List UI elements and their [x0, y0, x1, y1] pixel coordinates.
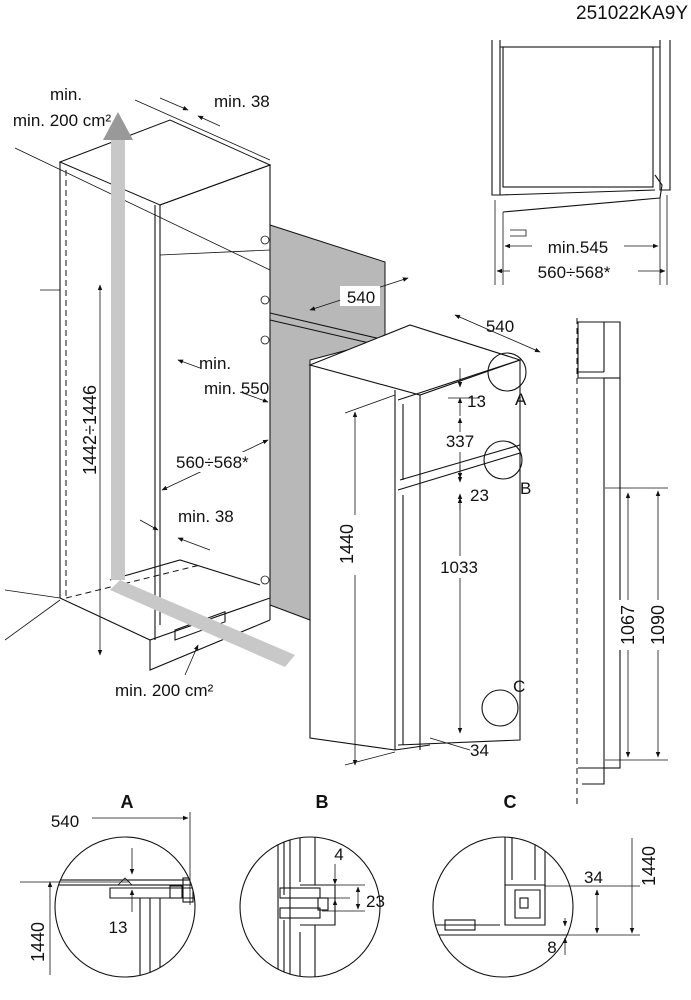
detail-a-width-label: 540	[51, 812, 79, 831]
dim-337-label: 337	[446, 432, 474, 451]
model-code: 251022KA9Y	[576, 3, 688, 24]
niche-height-label: 1442÷1446	[80, 385, 100, 475]
dim-13-label: 13	[467, 392, 486, 411]
niche-depth-label: min. 550	[204, 379, 269, 398]
side-dim-1067-label: 1067	[618, 605, 638, 645]
detail-marker-b	[483, 440, 523, 480]
top-view: min.545 560÷568*	[491, 40, 671, 285]
side-view	[576, 318, 668, 805]
detail-label-b: B	[520, 479, 531, 498]
detail-b: B 4 23	[239, 792, 385, 978]
detail-c: C 34 8 1440	[432, 792, 659, 978]
detail-a-title: A	[121, 792, 134, 812]
detail-c-height-label: 1440	[639, 846, 659, 886]
appliance-depth-label: 540	[347, 288, 375, 307]
detail-a: A 540 13 1440	[20, 792, 196, 978]
side-dim-1090-label: 1090	[648, 605, 668, 645]
airflow-arrow-up	[103, 112, 133, 580]
top-min-width-label: min.545	[548, 238, 608, 257]
detail-c-dim-8-label: 8	[547, 938, 556, 957]
detail-c-dim-34-label: 34	[584, 868, 603, 887]
detail-marker-a	[487, 352, 527, 392]
detail-b-dim-23-label: 23	[366, 892, 385, 911]
dim-23-label: 23	[470, 486, 489, 505]
dim-34-label: 34	[470, 741, 489, 760]
detail-b-title: B	[316, 792, 329, 812]
detail-b-dim-4-label: 4	[334, 845, 343, 864]
furniture-door	[260, 224, 386, 621]
detail-label-c: C	[513, 677, 525, 696]
niche-depth-label-1: min.	[199, 354, 231, 373]
detail-a-dim-13-label: 13	[109, 918, 128, 937]
gap-bottom-label: min. 38	[178, 507, 234, 526]
vent-bottom-label: min. 200 cm²	[115, 681, 214, 700]
gap-top-label: min. 38	[214, 92, 270, 111]
top-width-label: 560÷568*	[538, 263, 611, 282]
niche-width-label: 560÷568*	[176, 453, 249, 472]
detail-c-title: C	[504, 792, 517, 812]
appliance-width-label: 540	[486, 317, 514, 336]
airflow-arrow-in	[110, 580, 295, 667]
vent-top-label-1: min.	[50, 85, 82, 104]
detail-a-height-label: 1440	[28, 922, 48, 962]
dim-1033-label: 1033	[440, 558, 478, 577]
detail-label-a: A	[515, 390, 527, 409]
vent-top-label: min. 200 cm²	[13, 111, 112, 130]
appliance-height-label: 1440	[337, 524, 357, 564]
detail-marker-c	[481, 689, 519, 727]
